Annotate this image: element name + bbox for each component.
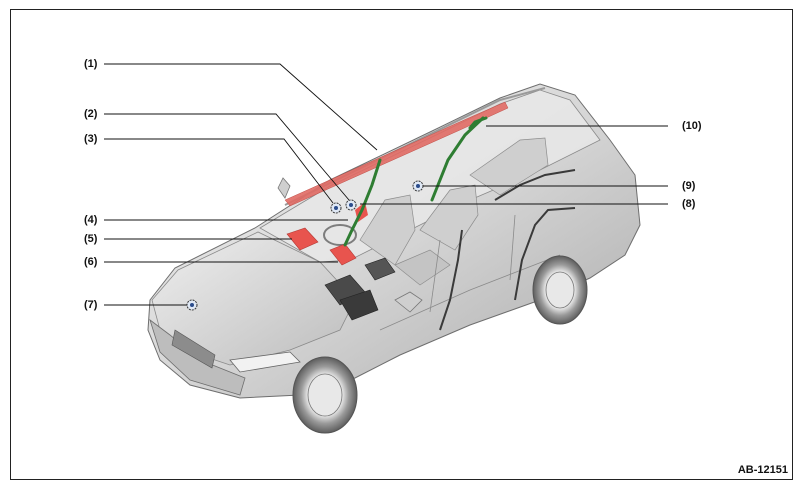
curtain-airbag (284, 101, 509, 207)
side-harness (439, 169, 576, 331)
callout-label-5: (5) (84, 233, 98, 245)
callout-label-3: (3) (84, 133, 98, 145)
sensor-marker-7 (186, 299, 198, 311)
leader-lines (104, 63, 668, 306)
sensor-marker-9 (412, 180, 424, 192)
leader-line-2 (104, 113, 350, 201)
figure-code: AB-12151 (737, 464, 788, 476)
sensor-marker-3 (330, 202, 342, 214)
callout-label-7: (7) (84, 299, 98, 311)
car-body (147, 83, 641, 434)
knee-airbag (329, 243, 357, 266)
leader-line-1 (104, 63, 378, 151)
sensor-marker-2 (345, 199, 357, 211)
callout-label-10: (10) (682, 120, 702, 132)
leader-line-3 (104, 138, 334, 204)
callout-label-2: (2) (84, 108, 98, 120)
callout-label-4: (4) (84, 214, 98, 226)
callout-label-9: (9) (682, 180, 696, 192)
front-passenger-airbag (286, 227, 319, 251)
callout-label-1: (1) (84, 58, 98, 70)
airbag-harness (343, 116, 488, 247)
callout-label-6: (6) (84, 256, 98, 268)
callout-label-8: (8) (682, 198, 696, 210)
